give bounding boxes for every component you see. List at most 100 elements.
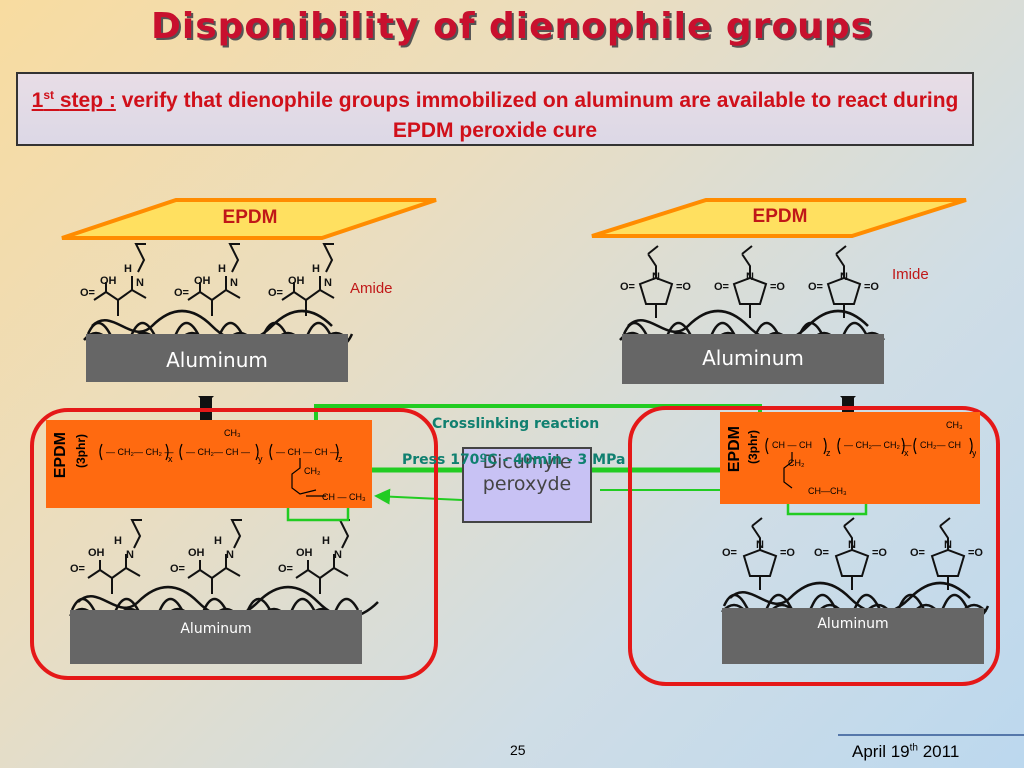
- dicumyl-peroxide-box: Dicumyle peroxyde: [462, 447, 592, 523]
- svg-text:O=: O=: [910, 547, 925, 559]
- step-sup: st: [43, 88, 54, 102]
- svg-text:CH₂— CH: CH₂— CH: [920, 440, 961, 450]
- svg-text:N: N: [756, 539, 764, 551]
- press-conditions: Press 170ºC - 40min - 3 MPa: [402, 452, 626, 468]
- svg-text:N: N: [652, 271, 660, 283]
- svg-text:x: x: [904, 448, 909, 458]
- epdm-bar-left: EPDM (3phr) — CH₂— CH₂ —x — CH₂— CH — y —…: [46, 420, 372, 508]
- svg-text:H: H: [322, 535, 330, 547]
- svg-text:x: x: [168, 454, 173, 464]
- imide-molecules-bottom: [742, 517, 966, 590]
- footer-rule: [838, 734, 1024, 736]
- amide-molecules-top: [93, 243, 335, 316]
- aluminum-block-left-bottom: Aluminum: [70, 610, 362, 664]
- svg-text:OH: OH: [88, 547, 105, 559]
- step-box: 1st step : verify that dienophile groups…: [16, 72, 974, 146]
- epdm-label-right: EPDM: [752, 206, 808, 227]
- epdm-plate-left: [61, 198, 437, 240]
- svg-text:N: N: [334, 549, 342, 561]
- svg-text:O=: O=: [814, 547, 829, 559]
- svg-text:H: H: [114, 535, 122, 547]
- date-sup: th: [909, 742, 918, 754]
- svg-text:O=: O=: [278, 563, 293, 575]
- svg-text:y: y: [972, 448, 976, 458]
- result-ring-left: [30, 408, 438, 680]
- phr-right: (3phr): [746, 430, 760, 464]
- result-ring-right: [628, 406, 1000, 686]
- step-number: 1: [31, 89, 44, 112]
- svg-text:H: H: [218, 263, 226, 275]
- svg-text:OH: OH: [288, 275, 305, 287]
- imide-label: Imide: [892, 266, 929, 283]
- svg-text:=O: =O: [968, 547, 983, 559]
- epdm-vertical-left: EPDM: [52, 432, 69, 479]
- svg-text:y: y: [258, 454, 263, 464]
- svg-text:— CH₂— CH₂ —: — CH₂— CH₂ —: [844, 440, 912, 450]
- page-number: 25: [510, 742, 526, 758]
- svg-text:O=: O=: [620, 281, 635, 293]
- svg-text:— CH₂— CH —: — CH₂— CH —: [186, 447, 250, 457]
- epdm-vertical-right: EPDM: [726, 426, 743, 473]
- svg-text:CH—CH₃: CH—CH₃: [808, 486, 847, 496]
- svg-text:H: H: [214, 535, 222, 547]
- svg-text:O=: O=: [170, 563, 185, 575]
- svg-text:— CH₂— CH₂ —: — CH₂— CH₂ —: [106, 447, 174, 457]
- aluminum-block-left-top: Aluminum: [86, 334, 348, 382]
- svg-text:=O: =O: [872, 547, 887, 559]
- imide-molecules-top: [638, 245, 862, 318]
- aluminum-block-right-top: Aluminum: [622, 334, 884, 384]
- svg-text:— CH — CH —: — CH — CH —: [276, 447, 339, 457]
- svg-text:N: N: [136, 277, 144, 289]
- epdm-plate-right: [591, 198, 967, 238]
- svg-text:O=: O=: [808, 281, 823, 293]
- date-year: 2011: [922, 742, 960, 761]
- svg-text:O=: O=: [80, 287, 95, 299]
- svg-text:N: N: [324, 277, 332, 289]
- svg-text:CH₃: CH₃: [946, 420, 963, 430]
- svg-text:N: N: [944, 539, 952, 551]
- svg-text:O=: O=: [174, 287, 189, 299]
- oh-label: OH: [100, 275, 117, 287]
- svg-text:O=: O=: [714, 281, 729, 293]
- date-main: April 19: [852, 742, 910, 761]
- step-label: 1st step :: [31, 88, 116, 112]
- slide-title: Disponibility of dienophile groups: [150, 6, 874, 47]
- svg-text:H: H: [124, 263, 132, 275]
- epdm-formula-left: — CH₂— CH₂ —x — CH₂— CH —y — CH — CH —z …: [99, 428, 366, 502]
- svg-text:CH₂: CH₂: [304, 466, 321, 476]
- svg-text:O=: O=: [722, 547, 737, 559]
- crosslinking-label: Crosslinking reaction: [432, 416, 600, 432]
- svg-text:N: N: [230, 277, 238, 289]
- epdm-formula-right: CH — CHz — CH₂— CH₂ —x CH₂— CHy CH₃ CH₂ …: [765, 420, 976, 496]
- svg-text:N: N: [226, 549, 234, 561]
- svg-text:OH: OH: [194, 275, 211, 287]
- svg-text:N: N: [746, 271, 754, 283]
- imide-atoms-top: NO==O NO==O NO==O: [620, 271, 879, 293]
- footer-date: April 19th 2011: [852, 742, 959, 762]
- svg-text:z: z: [826, 448, 831, 458]
- phr-left: (3phr): [74, 434, 88, 468]
- svg-text:N: N: [840, 271, 848, 283]
- svg-text:=O: =O: [676, 281, 691, 293]
- dicumyl-line-1: Dicumyle: [482, 451, 572, 473]
- svg-text:H: H: [312, 263, 320, 275]
- svg-text:z: z: [338, 454, 343, 464]
- step-word: step :: [59, 89, 116, 112]
- aluminum-block-right-bottom: Aluminum: [722, 608, 984, 664]
- step-text: verify that dienophile groups immobilize…: [121, 89, 959, 142]
- svg-text:O=: O=: [268, 287, 283, 299]
- svg-text:=O: =O: [770, 281, 785, 293]
- svg-text:CH — CH: CH — CH: [772, 440, 812, 450]
- imide-atoms-bottom: N O= =O N O= =O N O= =O: [722, 539, 983, 559]
- amide-label: Amide: [350, 280, 393, 297]
- svg-text:=O: =O: [780, 547, 795, 559]
- svg-text:N: N: [848, 539, 856, 551]
- epdm-label-left: EPDM: [222, 207, 278, 228]
- svg-text:OH: OH: [296, 547, 313, 559]
- svg-text:CH — CH₃: CH — CH₃: [322, 492, 366, 502]
- svg-text:OH: OH: [188, 547, 205, 559]
- svg-text:CH₃: CH₃: [224, 428, 241, 438]
- dicumyl-line-2: peroxyde: [482, 473, 572, 495]
